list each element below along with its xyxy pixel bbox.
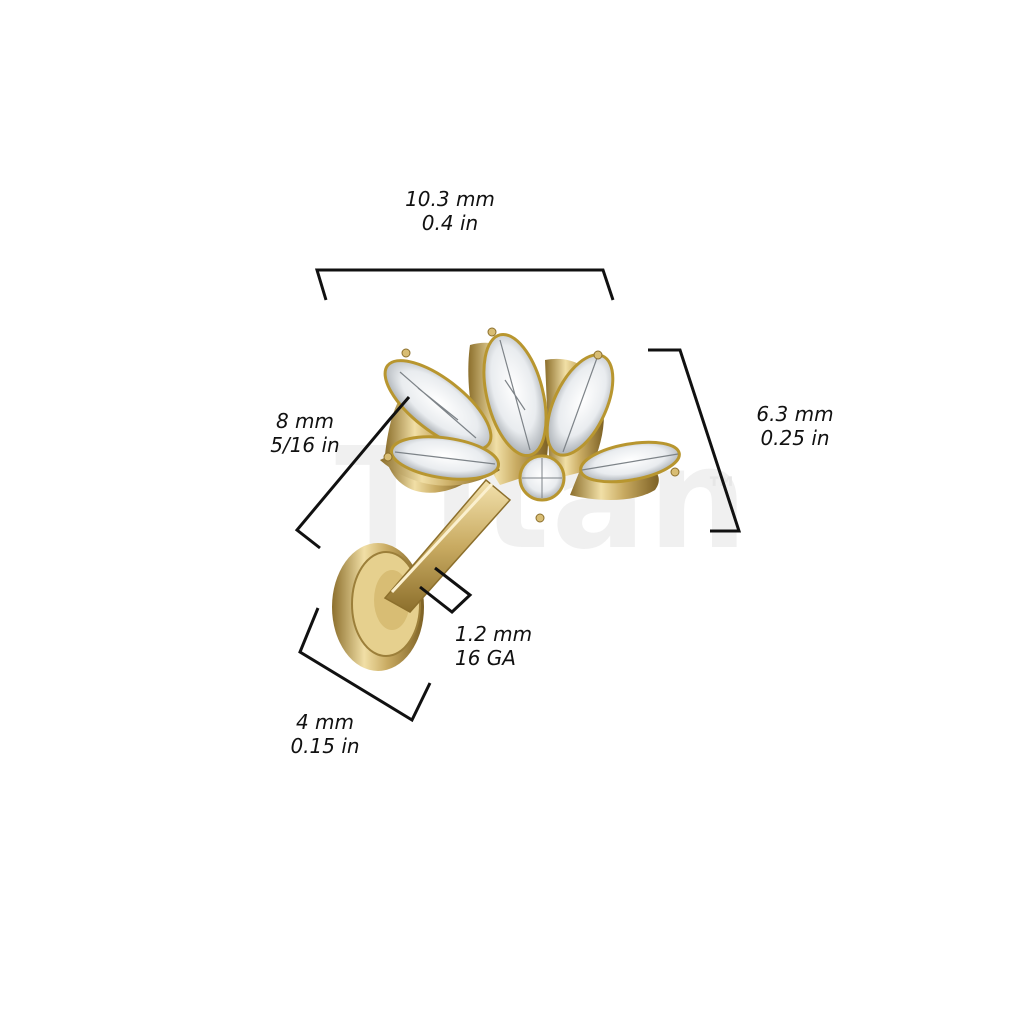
label-gauge: 1.2 mm 16 GA <box>455 622 545 670</box>
width-imperial: 0.4 in <box>421 211 479 235</box>
gauge-metric: 1.2 mm <box>455 622 533 646</box>
length-metric: 8 mm <box>275 409 335 433</box>
height-metric: 6.3 mm <box>756 402 834 426</box>
marquise-gem-right-bottom <box>579 440 681 484</box>
marquise-gem-center <box>482 332 548 458</box>
gauge-imperial: 16 GA <box>455 646 516 670</box>
post-shaft <box>383 478 512 613</box>
width-metric: 10.3 mm <box>405 187 495 211</box>
length-imperial: 5/16 in <box>270 433 340 457</box>
bracket-gauge <box>419 566 473 614</box>
marquise-gem-left-top <box>383 359 493 451</box>
height-imperial: 0.25 in <box>760 426 830 450</box>
round-center-gem <box>518 454 566 502</box>
marquise-gem-right-top <box>545 353 615 457</box>
bracket-width-top <box>314 268 615 301</box>
label-height-right: 6.3 mm 0.25 in <box>745 402 845 450</box>
bracket-disc <box>298 607 432 723</box>
disc-metric: 4 mm <box>295 710 355 734</box>
disc-imperial: 0.15 in <box>290 734 360 758</box>
label-width-top: 10.3 mm 0.4 in <box>395 187 505 235</box>
label-length-bar: 8 mm 5/16 in <box>260 409 350 457</box>
marquise-gem-left-bottom <box>389 435 501 481</box>
bracket-length-bar <box>294 396 411 550</box>
bracket-height-right <box>648 348 742 533</box>
label-disc: 4 mm 0.15 in <box>280 710 370 758</box>
prong-tips <box>383 327 680 523</box>
